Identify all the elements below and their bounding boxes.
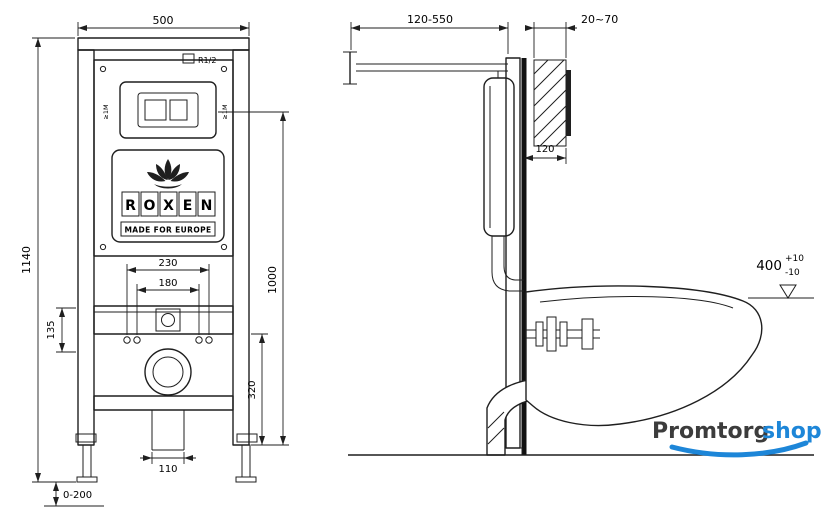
dim-label-finish-depth: 20~70: [581, 13, 618, 26]
top-crossmember: [77, 37, 250, 51]
dim-bowl-height-400: 400 +10 -10: [748, 254, 814, 299]
dim-outlet-height-320: 320: [247, 333, 268, 446]
water-supply-pipe: [343, 51, 508, 85]
brand-letter: E: [183, 198, 193, 214]
dim-label-bowl-height-tol-down: -10: [785, 268, 800, 278]
roxen-logo-plate: R O X E N MADE FOR EUROPE: [111, 149, 225, 243]
dim-fixing-outer-230: 230: [126, 258, 210, 335]
dim-label-bracket: 135: [46, 320, 57, 339]
dim-total-height-1140: 1140: [20, 37, 75, 483]
dim-finish-depth-20-70: 20~70: [525, 13, 618, 58]
dim-label-outlet-width: 110: [158, 464, 177, 475]
plate-height-label-left: ≥1M: [102, 104, 110, 119]
logo-subtitle: MADE FOR EUROPE: [124, 226, 211, 235]
toilet-bowl-profile: [525, 285, 763, 427]
dim-label-fixing-inner: 180: [158, 278, 177, 289]
flush-pipe: [491, 236, 524, 292]
brand-letter: X: [163, 198, 174, 214]
dim-fixing-inner-180: 180: [136, 278, 200, 335]
inlet-fitting-box: [182, 53, 195, 64]
brand-letter: N: [201, 198, 213, 214]
dim-bracket-135: 135: [46, 307, 76, 353]
drain-outlet-circle: [144, 348, 192, 396]
dim-outlet-width-110: 110: [140, 452, 196, 475]
left-rail: [77, 49, 95, 446]
corner-bolt-icon: [220, 65, 228, 73]
bend-holder-box: [155, 308, 181, 332]
dim-label-feet-adjust: 0-200: [63, 490, 92, 501]
dim-label-total-height: 1140: [20, 246, 33, 274]
mounting-crossbar: [93, 305, 234, 335]
side-view: 120-550 20~70 120 400 +10 -10: [343, 13, 814, 456]
dim-supply-range-120-550: 120-550: [350, 13, 509, 54]
cistern-panel: [93, 59, 234, 257]
dim-plate-height-1000: 1000: [218, 111, 289, 446]
logo-subtitle-box: [120, 221, 216, 237]
water-inlet-fitting: R1/2: [182, 53, 216, 65]
flush-plate-front: ≥1M ≥1M: [102, 81, 229, 139]
dim-label-fixing-outer: 230: [158, 258, 177, 269]
dim-label-bowl-height: 400: [756, 258, 782, 274]
inlet-thread-label: R1/2: [198, 56, 216, 65]
corner-bolt-icon: [99, 243, 107, 251]
flush-button-small: [169, 99, 188, 121]
concealed-cistern-side: [483, 71, 524, 292]
brand-text-primary: Promtorg: [652, 419, 769, 444]
lower-crossmember: [93, 395, 234, 411]
dim-label-frame-depth: 120: [535, 144, 554, 155]
dim-label-outlet-height: 320: [247, 380, 258, 399]
dim-feet-adjust-0-200: 0-200: [44, 481, 104, 507]
logo-plate-frame: [111, 149, 225, 243]
brand-letter: O: [144, 198, 156, 214]
lotus-flower-icon: [147, 159, 189, 189]
outlet-connector: [526, 316, 600, 352]
supply-bracket: [343, 51, 357, 85]
brand-text-secondary: shop: [762, 419, 822, 444]
level-datum-triangle-icon: [779, 284, 797, 299]
dim-frame-depth-120: 120: [524, 144, 567, 164]
corner-bolt-icon: [220, 243, 228, 251]
front-view: R1/2 ≥1M ≥1M: [20, 14, 289, 507]
flush-button-large: [144, 99, 167, 121]
corner-bolt-icon: [99, 65, 107, 73]
flush-plate-frame: [119, 81, 217, 139]
dim-label-plate-height: 1000: [266, 266, 279, 294]
drain-channel: [93, 395, 234, 451]
bend-holder-hole: [161, 313, 175, 327]
brand-letter: R: [125, 198, 136, 214]
flush-plate-panel: [137, 92, 199, 128]
finish-wall-hatch: [533, 59, 571, 147]
flush-plate-side: [566, 70, 571, 136]
promtorgshop-watermark: Promtorg shop: [652, 419, 822, 458]
fixing-holes: [123, 336, 213, 344]
frame-feet: [75, 433, 258, 483]
brand-letter-boxes: R O X E N: [121, 191, 216, 217]
dim-label-bowl-height-tol-up: +10: [785, 254, 804, 264]
brand-swoosh-icon: [669, 440, 809, 458]
dim-label-width: 500: [153, 14, 174, 27]
dim-width-500: 500: [77, 14, 250, 36]
dim-label-supply-range: 120-550: [407, 13, 453, 26]
